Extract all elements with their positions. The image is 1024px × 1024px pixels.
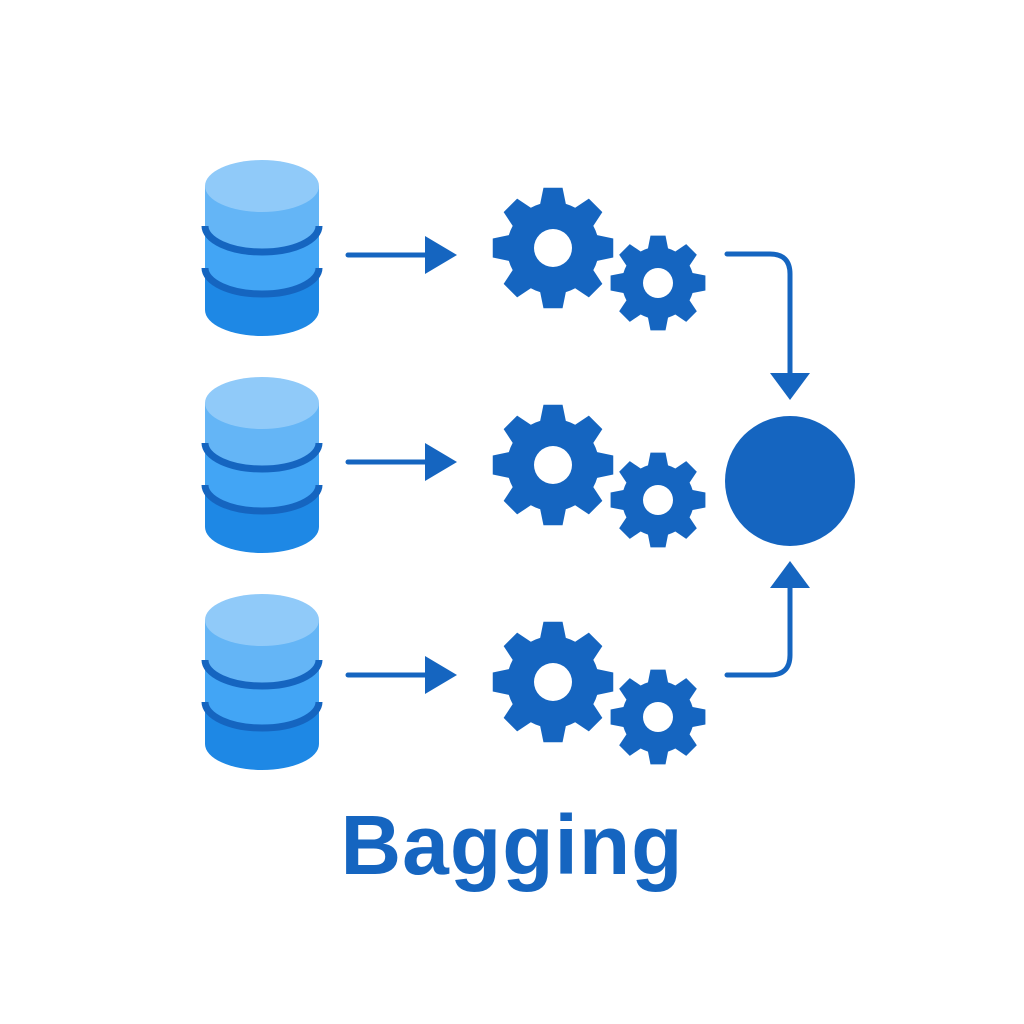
bootstrap-row-1 xyxy=(201,160,706,336)
gears-icon xyxy=(492,621,706,765)
bootstrap-row-2 xyxy=(201,377,706,553)
large-gear-icon xyxy=(492,621,614,743)
large-gear-icon xyxy=(492,404,614,526)
database-icon xyxy=(201,594,323,770)
arrow-right-icon xyxy=(345,236,457,274)
rows-layer xyxy=(201,160,706,770)
arrow-right-icon xyxy=(345,656,457,694)
small-gear-icon xyxy=(610,669,706,765)
merge-arrows xyxy=(724,251,810,678)
diagram-title: Bagging xyxy=(340,798,684,892)
small-gear-icon xyxy=(610,452,706,548)
gears-icon xyxy=(492,187,706,331)
arrow-right-icon xyxy=(345,443,457,481)
database-icon xyxy=(201,377,323,553)
aggregator-circle-icon xyxy=(725,416,855,546)
arrow-down-icon xyxy=(724,251,810,400)
small-gear-icon xyxy=(610,235,706,331)
gears-icon xyxy=(492,404,706,548)
database-icon xyxy=(201,160,323,336)
arrow-up-icon xyxy=(724,561,810,678)
large-gear-icon xyxy=(492,187,614,309)
bootstrap-row-3 xyxy=(201,594,706,770)
